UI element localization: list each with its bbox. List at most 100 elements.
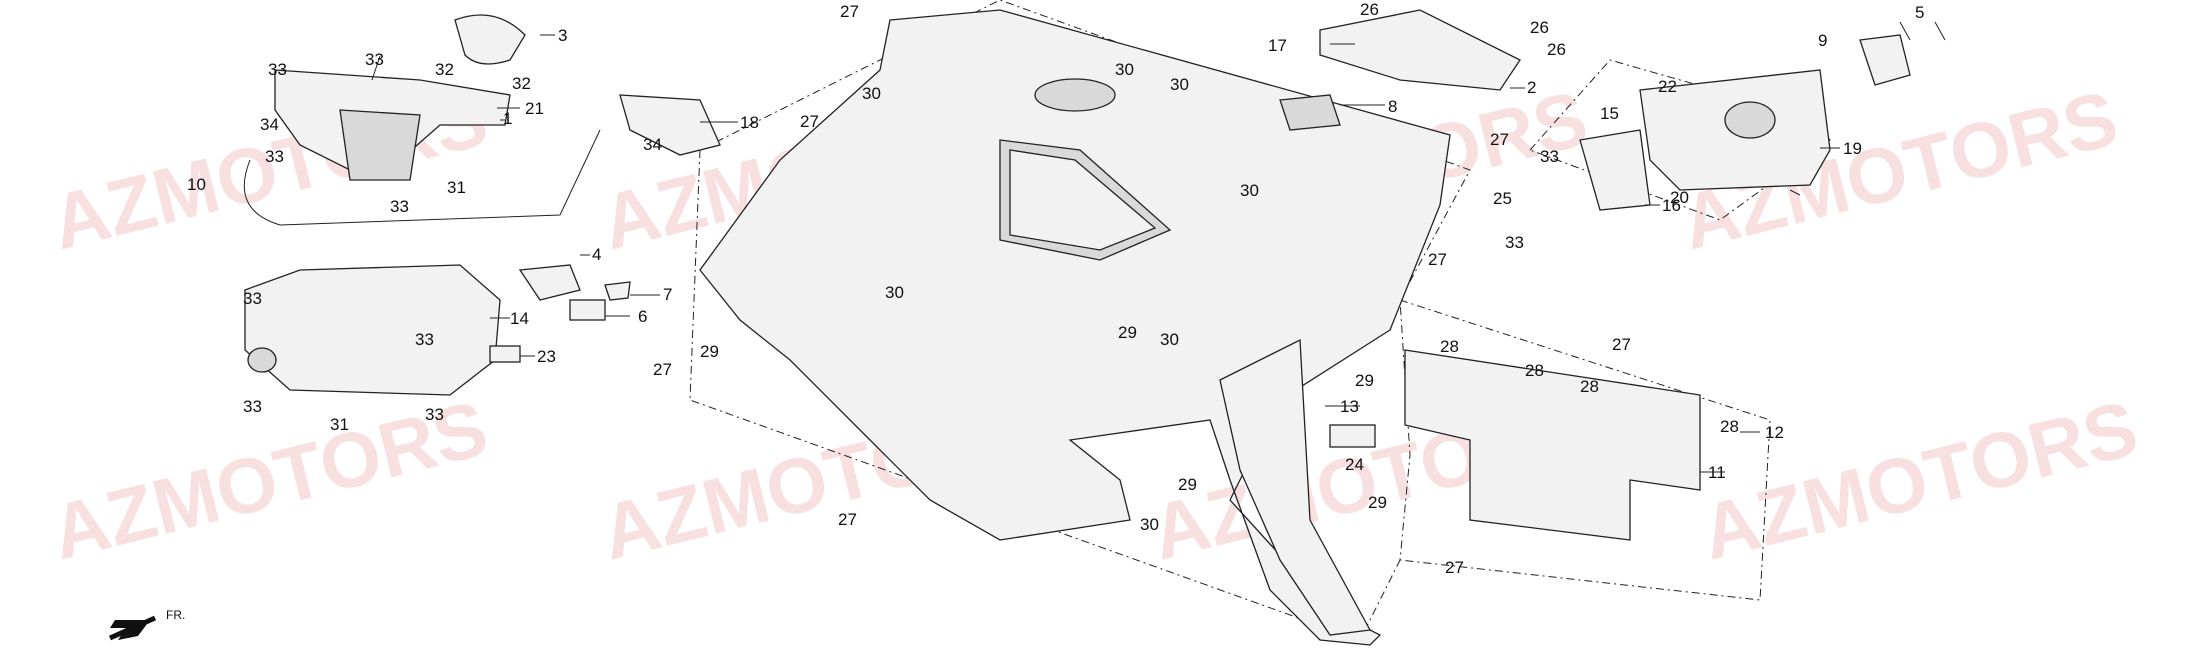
callout-17: 17 <box>1268 36 1287 55</box>
inner-panel-opening-inner <box>1009 149 1157 251</box>
callout-27a: 27 <box>840 2 859 21</box>
inner-panel-body <box>699 9 1451 646</box>
callout-30e: 30 <box>885 283 904 302</box>
storage-box-14 <box>244 264 501 396</box>
boundary-flap <box>1399 299 1771 601</box>
callout-27d: 27 <box>1428 250 1447 269</box>
callout-8: 8 <box>1388 97 1397 116</box>
flap-11 <box>1404 349 1701 541</box>
inner-panel <box>699 9 1451 646</box>
callout-28a: 28 <box>1440 337 1459 356</box>
callout-33i: 33 <box>1540 147 1559 166</box>
callout-3: 3 <box>558 26 567 45</box>
hinge-16 <box>1579 129 1651 211</box>
callout-29b: 29 <box>1118 323 1137 342</box>
callout-34b: 34 <box>643 135 662 154</box>
watermark-8: AZMOTORS <box>1693 383 2146 576</box>
callout-20: 20 <box>1670 188 1689 207</box>
front-direction-indicator: FR. <box>108 608 185 641</box>
switch-8 <box>1279 94 1341 131</box>
socket-4 <box>518 264 581 301</box>
callout-30d: 30 <box>1240 181 1259 200</box>
fuel-lid-2 <box>1319 9 1521 91</box>
callout-33d: 33 <box>390 197 409 216</box>
callout-33j: 33 <box>1505 233 1524 252</box>
callout-29e: 29 <box>1368 493 1387 512</box>
inner-panel-socket <box>1034 78 1116 112</box>
callout-27f: 27 <box>653 360 672 379</box>
callout-15: 15 <box>1600 104 1619 123</box>
callout-25: 25 <box>1493 189 1512 208</box>
left-components <box>243 14 721 396</box>
callout-28c: 28 <box>1580 377 1599 396</box>
callout-27g: 27 <box>838 510 857 529</box>
top-right-components <box>1279 9 1911 211</box>
callout-33a: 33 <box>268 60 287 79</box>
flap-assembly <box>1329 349 1701 541</box>
callout-1: 1 <box>503 109 512 128</box>
callout-27h: 27 <box>1445 558 1464 577</box>
key-cylinder-9 <box>1859 34 1911 86</box>
callout-30g: 30 <box>1140 515 1159 534</box>
callout-30b: 30 <box>1170 75 1189 94</box>
callout-30a: 30 <box>1115 60 1134 79</box>
callout-28d: 28 <box>1720 417 1739 436</box>
callout-27c: 27 <box>1490 130 1509 149</box>
callout-18: 18 <box>740 113 759 132</box>
callout-32b: 32 <box>512 74 531 93</box>
label-23 <box>489 345 521 363</box>
callout-12: 12 <box>1765 423 1784 442</box>
callout-29d: 29 <box>1178 475 1197 494</box>
callout-33b: 33 <box>365 50 384 69</box>
label-24 <box>1329 424 1376 448</box>
callout-28b: 28 <box>1525 361 1544 380</box>
callout-33g: 33 <box>243 397 262 416</box>
callout-33c: 33 <box>265 147 284 166</box>
callout-24: 24 <box>1345 455 1364 474</box>
callout-27b: 27 <box>800 112 819 131</box>
callout-2: 2 <box>1527 78 1536 97</box>
callout-26b: 26 <box>1530 18 1549 37</box>
storage-lid-socket <box>1724 101 1776 139</box>
callout-11: 11 <box>1708 463 1726 482</box>
front-arrow-shaft <box>108 615 157 641</box>
callout-14: 14 <box>510 309 529 328</box>
callout-33f: 33 <box>415 330 434 349</box>
inner-panel-right-leg <box>1219 338 1372 636</box>
callout-21: 21 <box>525 99 544 118</box>
cap-7 <box>604 281 631 301</box>
callout-23: 23 <box>537 347 556 366</box>
plug-6 <box>569 299 606 321</box>
callout-33h: 33 <box>425 405 444 424</box>
lock-bracket-cover <box>339 109 421 181</box>
callout-34a: 34 <box>260 115 279 134</box>
callout-26a: 26 <box>1360 0 1379 19</box>
callout-4: 4 <box>592 245 601 264</box>
front-label: FR. <box>166 608 185 622</box>
callout-13: 13 <box>1340 397 1359 416</box>
fuel-cap <box>454 14 526 65</box>
callout-22: 22 <box>1658 77 1677 96</box>
callout-16: 16 <box>1662 196 1681 215</box>
callout-10: 10 <box>187 175 206 194</box>
callout-19: 19 <box>1843 139 1862 158</box>
callout-27e: 27 <box>1612 335 1631 354</box>
cable-10 <box>243 129 601 226</box>
bracket-18 <box>619 94 721 156</box>
callout-6: 6 <box>638 307 647 326</box>
callout-7: 7 <box>663 285 672 304</box>
callout-29a: 29 <box>700 342 719 361</box>
callout-5: 5 <box>1915 3 1924 22</box>
callout-9: 9 <box>1818 31 1827 50</box>
callout-29c: 29 <box>1355 371 1374 390</box>
leader-lines <box>371 21 1946 473</box>
boundary-main-right <box>699 0 1471 561</box>
callout-33e: 33 <box>243 289 262 308</box>
callout-labels: 1 2 3 4 5 6 7 8 9 10 11 12 13 14 15 16 1… <box>187 0 1924 577</box>
callout-26c: 26 <box>1547 40 1566 59</box>
callout-32a: 32 <box>435 60 454 79</box>
callout-30f: 30 <box>1160 330 1179 349</box>
callout-30c: 30 <box>862 84 881 103</box>
storage-box-hole <box>247 347 277 373</box>
